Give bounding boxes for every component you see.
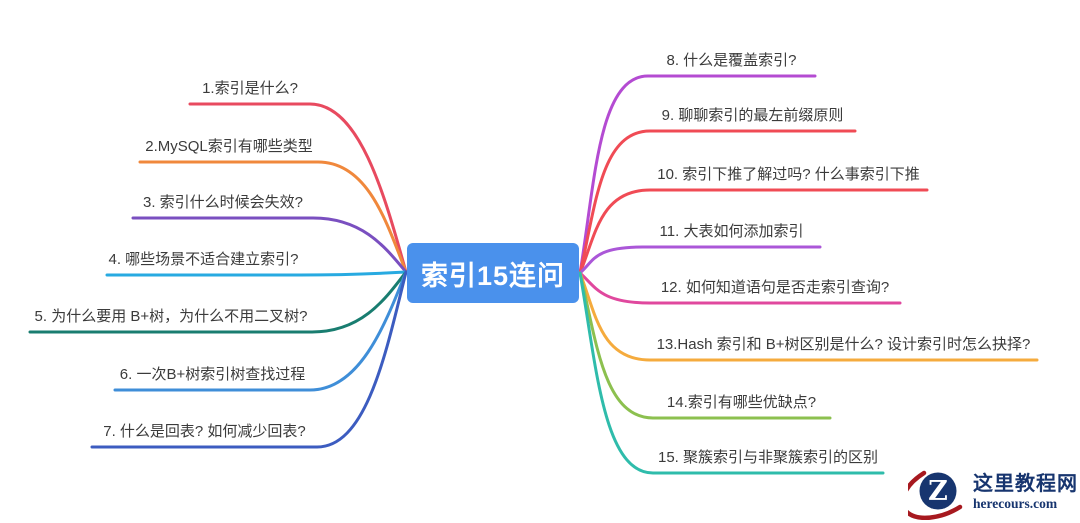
branch-line (578, 188, 929, 275)
branch-line (28, 270, 408, 334)
site-logo-icon: Z (908, 470, 963, 520)
branch-topic-label[interactable]: 12. 如何知道语句是否走索引查询? (660, 279, 890, 296)
branch-line (113, 270, 408, 392)
branch-topic-label[interactable]: 5. 为什么要用 B+树，为什么不用二叉树? (34, 308, 308, 325)
branch-topic-label[interactable]: 11. 大表如何添加索引 (659, 223, 804, 240)
branch-line (578, 74, 817, 275)
branch-line (578, 245, 822, 275)
branch-topic-label[interactable]: 4. 哪些场景不适合建立索引? (108, 251, 299, 268)
branch-topic-label[interactable]: 1.索引是什么? (202, 80, 298, 97)
logo-site-domain: herecours.com (973, 496, 1058, 512)
logo-site-name: 这里教程网 (973, 473, 1078, 496)
branch-line (105, 270, 408, 277)
center-topic-label: 索引15连问 (420, 260, 566, 291)
branch-line (188, 102, 408, 274)
branch-topic-label[interactable]: 8. 什么是覆盖索引? (666, 52, 797, 69)
branch-topic-label[interactable]: 7. 什么是回表? 如何减少回表? (103, 423, 306, 440)
branch-line (578, 271, 902, 305)
branch-line (138, 160, 408, 274)
branch-line (90, 270, 408, 449)
branch-line (578, 271, 885, 475)
branch-line (578, 271, 1039, 362)
logo-circle-icon (919, 472, 957, 510)
branch-line (578, 271, 832, 420)
branch-topic-label[interactable]: 6. 一次B+树索引树查找过程 (119, 366, 306, 383)
logo-orbit-swoosh-icon (908, 470, 963, 520)
center-topic-node[interactable]: 索引15连问 (407, 243, 579, 303)
branch-topic-label[interactable]: 3. 索引什么时候会失效? (142, 194, 304, 211)
branch-topic-label[interactable]: 14.索引有哪些优缺点? (666, 394, 817, 411)
branch-topic-label[interactable]: 9. 聊聊索引的最左前缀原则 (661, 107, 844, 124)
branch-topic-label[interactable]: 13.Hash 索引和 B+树区别是什么? 设计索引时怎么抉择? (656, 336, 1031, 353)
branch-topic-label[interactable]: 15. 聚簇索引与非聚簇索引的区别 (657, 449, 879, 466)
logo-monogram: Z (928, 476, 948, 507)
site-logo[interactable]: Z 这里教程网 herecours.com (908, 466, 1078, 520)
branch-line (131, 216, 408, 274)
branch-topic-label[interactable]: 10. 索引下推了解过吗? 什么事索引下推 (657, 166, 920, 183)
branch-line (578, 129, 857, 275)
branch-topic-label[interactable]: 2.MySQL索引有哪些类型 (145, 138, 313, 155)
logo-text-block: 这里教程网 herecours.com (973, 474, 1078, 511)
